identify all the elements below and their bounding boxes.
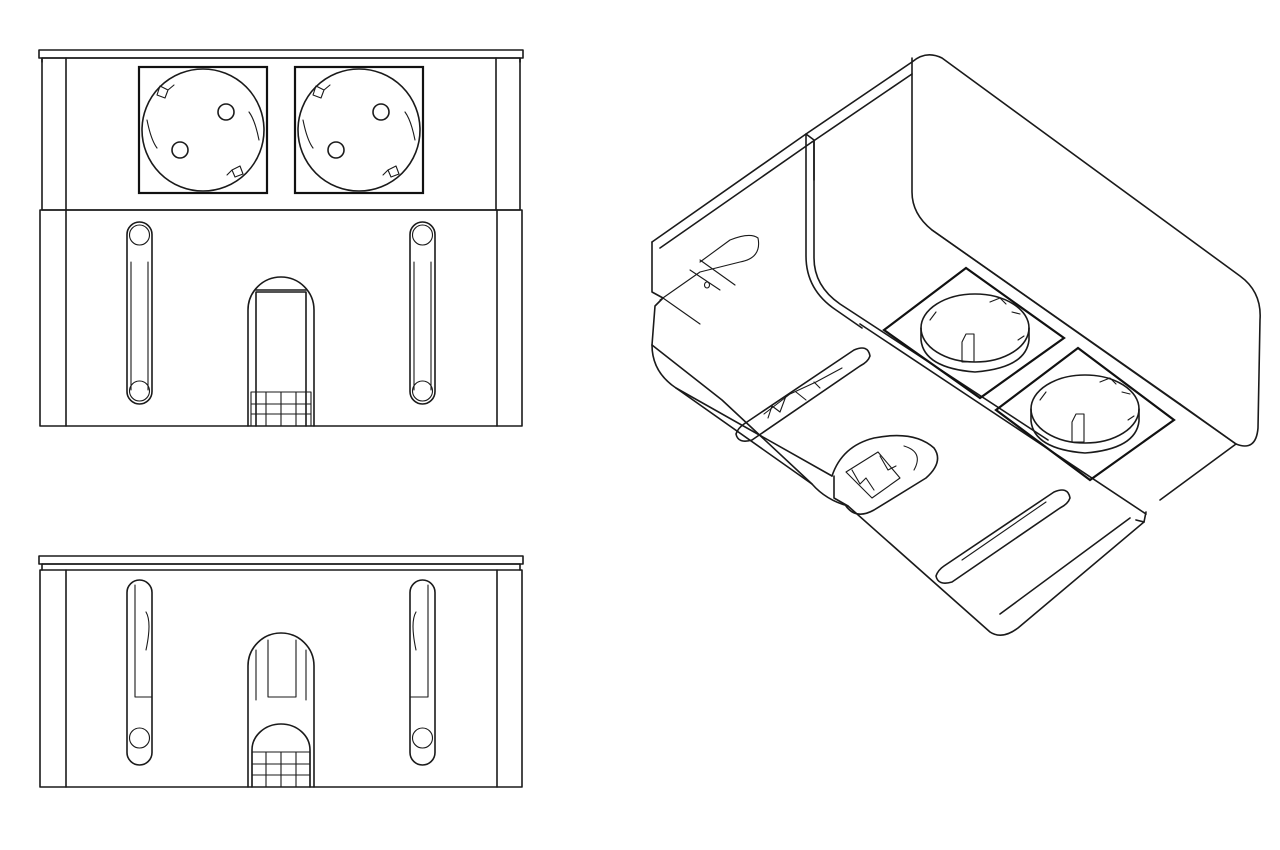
front-view-cable-notch <box>247 276 315 427</box>
front-view-upper-body <box>41 57 521 211</box>
front-view-slot-left <box>126 221 153 405</box>
front-view-socket-left <box>137 65 269 195</box>
front-view-socket-right <box>293 65 425 195</box>
iso-underside-panel <box>651 323 1147 636</box>
rear-view <box>38 555 524 788</box>
front-view-slot-right <box>409 221 436 405</box>
iso-cable-notch <box>831 434 939 515</box>
rear-view-cable-notch <box>247 632 315 788</box>
iso-slot-lower <box>935 489 1071 584</box>
iso-slot-upper <box>735 347 871 442</box>
iso-housing <box>805 54 1261 501</box>
isometric-view <box>651 54 1261 636</box>
iso-socket-lower <box>994 346 1176 482</box>
rear-view-slot-left <box>126 579 153 766</box>
rear-view-slot-right <box>409 579 436 766</box>
iso-mounting-bracket <box>651 133 815 485</box>
iso-socket-upper <box>882 266 1066 400</box>
front-view <box>38 49 524 427</box>
rear-view-top-plate <box>38 555 524 571</box>
front-view-top-plate <box>38 49 524 63</box>
